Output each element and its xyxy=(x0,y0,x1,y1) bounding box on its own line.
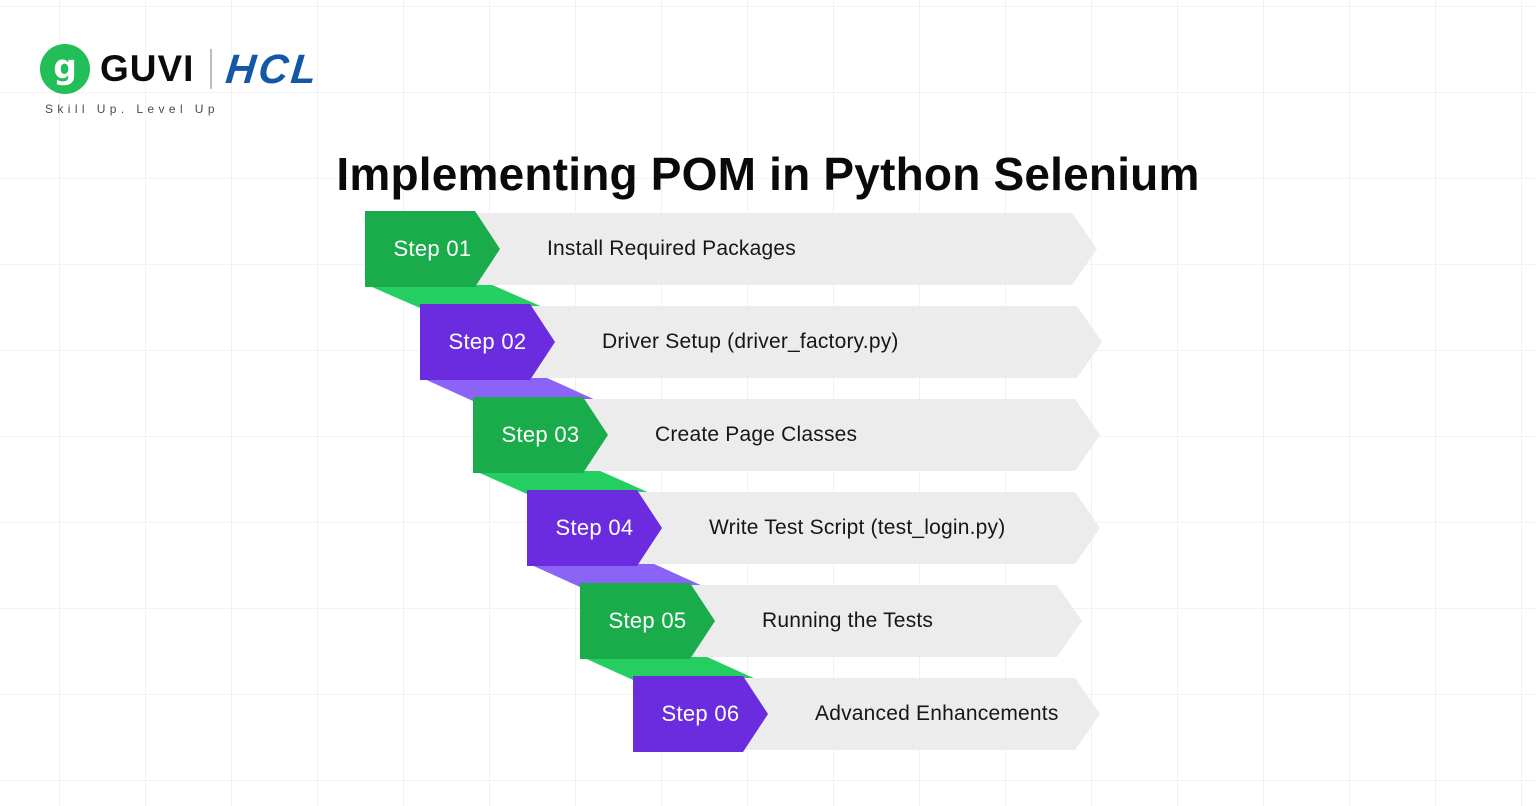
step-06-label: Step 06 xyxy=(661,701,740,726)
step-06-badge: Step 06 xyxy=(633,676,768,752)
step-04-bar: Write Test Script (test_login.py) xyxy=(637,492,1100,564)
page-title: Implementing POM in Python Selenium xyxy=(336,147,1200,200)
step-03-label: Step 03 xyxy=(501,422,580,447)
brand-tagline: Skill Up. Level Up xyxy=(45,102,219,116)
guvi-logo-glyph: g xyxy=(53,46,77,86)
brand-divider xyxy=(210,49,213,89)
step-04-label: Step 04 xyxy=(555,515,634,540)
step-03-bar: Create Page Classes xyxy=(583,399,1100,471)
step-02-badge: Step 02 xyxy=(420,304,555,380)
step-03-text: Create Page Classes xyxy=(655,423,858,446)
step-03-badge: Step 03 xyxy=(473,397,608,473)
step-02-bar: Driver Setup (driver_factory.py) xyxy=(530,306,1102,378)
step-05-text: Running the Tests xyxy=(762,609,934,632)
step-01-bar: Install Required Packages xyxy=(475,213,1097,285)
step-06-text: Advanced Enhancements xyxy=(815,702,1059,725)
step-01-label: Step 01 xyxy=(393,236,472,261)
step-04-badge: Step 04 xyxy=(527,490,662,566)
step-01-text: Install Required Packages xyxy=(547,237,796,260)
step-04-text: Write Test Script (test_login.py) xyxy=(709,516,1006,539)
guvi-logo-icon: g xyxy=(40,44,90,94)
step-02-label: Step 02 xyxy=(448,329,527,354)
step-06-bar: Advanced Enhancements xyxy=(743,678,1100,750)
brand-logos: g GUVI HCL xyxy=(40,44,322,94)
step-02-text: Driver Setup (driver_factory.py) xyxy=(602,330,899,353)
step-05-bar: Running the Tests xyxy=(690,585,1082,657)
step-01-badge: Step 01 xyxy=(365,211,500,287)
step-05-badge: Step 05 xyxy=(580,583,715,659)
guvi-wordmark: GUVI xyxy=(100,48,195,89)
step-05-label: Step 05 xyxy=(608,608,687,633)
